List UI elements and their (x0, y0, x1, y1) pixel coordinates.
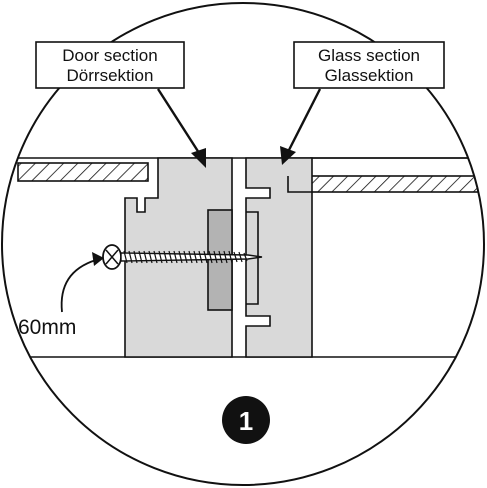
right-hatched-rail (287, 175, 484, 193)
left-hatched-rail (17, 162, 149, 182)
door-section-callout: Door section Dörrsektion (35, 41, 185, 89)
screw-length-label: 60mm (18, 316, 76, 339)
glass-section-label-en: Glass section (318, 46, 420, 65)
glass-section-callout: Glass section Glassektion (293, 41, 445, 89)
screw-length-arrow (60, 252, 104, 313)
step-number: 1 (239, 406, 253, 436)
glass-section-label-sv: Glassektion (325, 66, 414, 85)
door-section-label-sv: Dörrsektion (67, 66, 154, 85)
step-marker: 1 (222, 396, 270, 444)
door-section-label-en: Door section (62, 46, 157, 65)
glass-section-leader (280, 88, 322, 165)
glass-section-profile (245, 157, 313, 358)
screw-icon (102, 244, 263, 270)
door-section-leader (156, 88, 206, 168)
